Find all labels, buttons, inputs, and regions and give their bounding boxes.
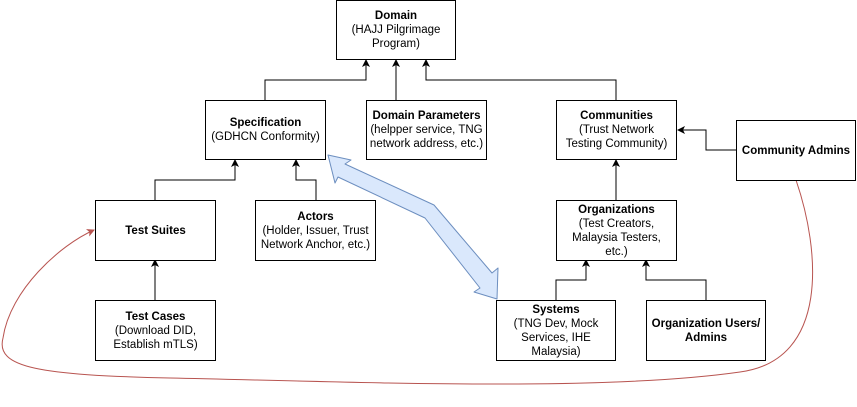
domain-parameters-description: (helpper service, TNG network address, e…: [369, 124, 484, 150]
communities-description: (Trust Network Testing Community): [565, 124, 668, 150]
double-arrow-specification-systems: [327, 154, 499, 300]
test-suites-title: Test Suites: [125, 224, 186, 237]
communities-node[interactable]: Communities (Trust Network Testing Commu…: [556, 100, 677, 160]
domain-node[interactable]: Domain (HAJJ Pilgrimage Program): [336, 0, 456, 60]
edge-specification-to-domain: [264, 59, 370, 100]
edge-actors-to-specification: [292, 159, 317, 200]
systems-description: (TNG Dev, Mock Services, IHE Malaysia): [513, 317, 599, 358]
actors-node[interactable]: Actors (Holder, Issuer, Trust Network An…: [255, 200, 376, 261]
test-cases-description: (Download DID, Establish mTLS): [113, 324, 198, 351]
communities-title: Communities: [580, 110, 653, 122]
systems-title: Systems: [532, 303, 580, 316]
domain-description: (HAJJ Pilgrimage Program): [351, 24, 441, 50]
edge-test-suites-to-specification: [154, 159, 239, 200]
organizations-description: (Test Creators, Malaysia Testers, etc.): [572, 217, 661, 258]
actors-description: (Holder, Issuer, Trust Network Anchor, e…: [260, 224, 371, 251]
edge-systems-to-organizations: [555, 259, 590, 300]
organizations-node[interactable]: Organizations (Test Creators, Malaysia T…: [556, 200, 677, 261]
test-suites-node[interactable]: Test Suites: [95, 200, 216, 261]
domain-parameters-node[interactable]: Domain Parameters (helpper service, TNG …: [366, 100, 487, 160]
specification-description: (GDHCN Conformity): [211, 131, 320, 143]
test-cases-node[interactable]: Test Cases (Download DID, Establish mTLS…: [95, 300, 216, 361]
domain-title: Domain: [374, 10, 418, 22]
edge-community-admins-to-test-suites: [1, 179, 814, 385]
domain-parameters-title: Domain Parameters: [372, 110, 481, 122]
organizations-title: Organizations: [578, 203, 655, 216]
community-admins-title: Community Admins: [741, 144, 851, 157]
edge-community-admins-to-communities: [677, 126, 736, 151]
community-admins-node[interactable]: Community Admins: [736, 120, 856, 181]
organization-users-title: Organization Users/ Admins: [651, 317, 761, 344]
organization-users-node[interactable]: Organization Users/ Admins: [646, 300, 766, 361]
actors-title: Actors: [297, 210, 334, 223]
edge-communities-to-domain: [422, 59, 617, 100]
edge-organization-users-to-organizations: [642, 259, 707, 300]
systems-node[interactable]: Systems (TNG Dev, Mock Services, IHE Mal…: [496, 300, 616, 361]
specification-node[interactable]: Specification (GDHCN Conformity): [205, 100, 326, 160]
test-cases-title: Test Cases: [125, 310, 186, 323]
specification-title: Specification: [229, 117, 302, 129]
